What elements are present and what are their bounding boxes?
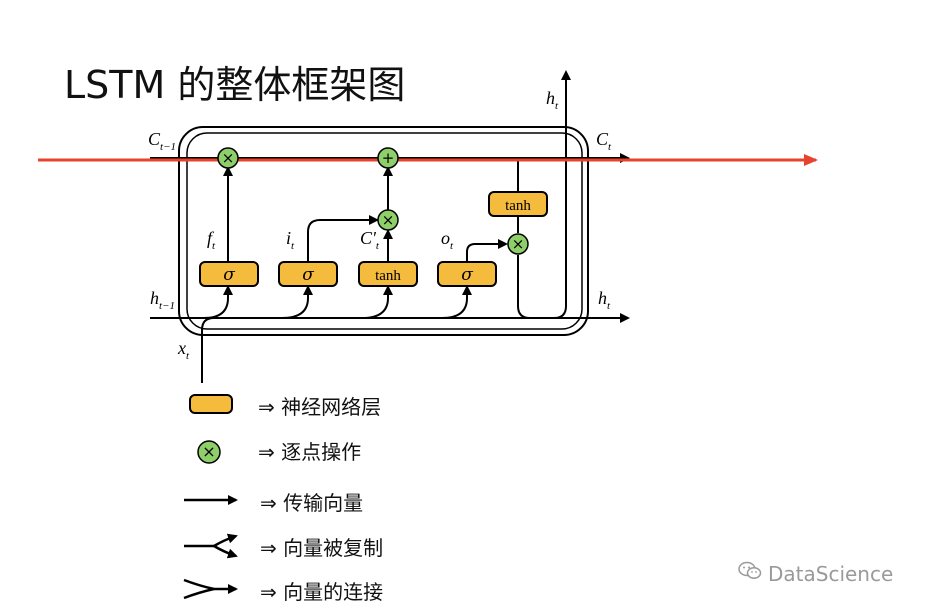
svg-text:×: × [222, 149, 235, 167]
forget-gate-sigma: σ [199, 261, 259, 287]
svg-text:tanh: tanh [505, 198, 531, 214]
watermark: DataScience [738, 561, 893, 586]
legend-concat-label: ⇒ 向量的连接 [260, 580, 384, 604]
branch-output [441, 285, 472, 319]
svg-text:×: × [382, 211, 395, 229]
label-c-next: Ct [596, 129, 612, 153]
legend-layer-icon [189, 394, 233, 414]
label-c-tilde: C't [360, 228, 380, 252]
legend-copy-icon [184, 533, 238, 559]
forget-multiply-op: × [217, 147, 239, 169]
hidden-up-line [553, 70, 571, 319]
watermark-text: DataScience [768, 562, 894, 586]
mul-to-hidden [517, 255, 531, 319]
label-o: ot [441, 228, 454, 252]
legend-layer-label: ⇒ 神经网络层 [258, 395, 382, 419]
page-title: LSTM 的整体框架图 [64, 63, 406, 107]
legend-pointwise-icon: × [197, 440, 221, 464]
input-gate-sigma: σ [278, 261, 338, 287]
label-i: it [286, 228, 295, 252]
svg-text:σ: σ [461, 265, 473, 285]
label-f: ft [207, 228, 216, 252]
output-tanh: tanh [488, 191, 548, 217]
svg-text:×: × [202, 442, 215, 461]
candidate-gate-tanh: tanh [358, 261, 418, 287]
legend-copy-label: ⇒ 向量被复制 [260, 536, 384, 560]
label-c-prev: Ct−1 [148, 129, 176, 153]
output-to-mul [466, 239, 508, 262]
wechat-icon [738, 561, 762, 586]
cell-inner-border [186, 132, 583, 330]
output-gate-sigma: σ [437, 261, 497, 287]
label-h-next: ht [598, 288, 611, 312]
cell-outer-border [178, 126, 589, 336]
label-h-top: ht [546, 88, 559, 112]
svg-text:+: + [382, 149, 395, 167]
legend-transfer-label: ⇒ 传输向量 [260, 491, 364, 515]
input-multiply-op: × [377, 209, 399, 231]
legend-pointwise-label: ⇒ 逐点操作 [258, 440, 362, 464]
svg-text:σ: σ [223, 265, 235, 285]
svg-text:tanh: tanh [375, 268, 401, 284]
label-x-in: xt [177, 338, 190, 362]
output-multiply-op: × [507, 233, 529, 255]
branch-input [281, 285, 313, 319]
cell-add-op: + [377, 147, 399, 169]
legend-concat-icon [183, 578, 238, 600]
input-to-mul [307, 215, 379, 262]
branch-forget [203, 285, 233, 319]
svg-text:σ: σ [302, 265, 314, 285]
label-h-prev: ht−1 [150, 288, 175, 312]
input-x-line [201, 317, 215, 383]
branch-candidate [361, 285, 393, 319]
svg-text:×: × [512, 235, 525, 253]
